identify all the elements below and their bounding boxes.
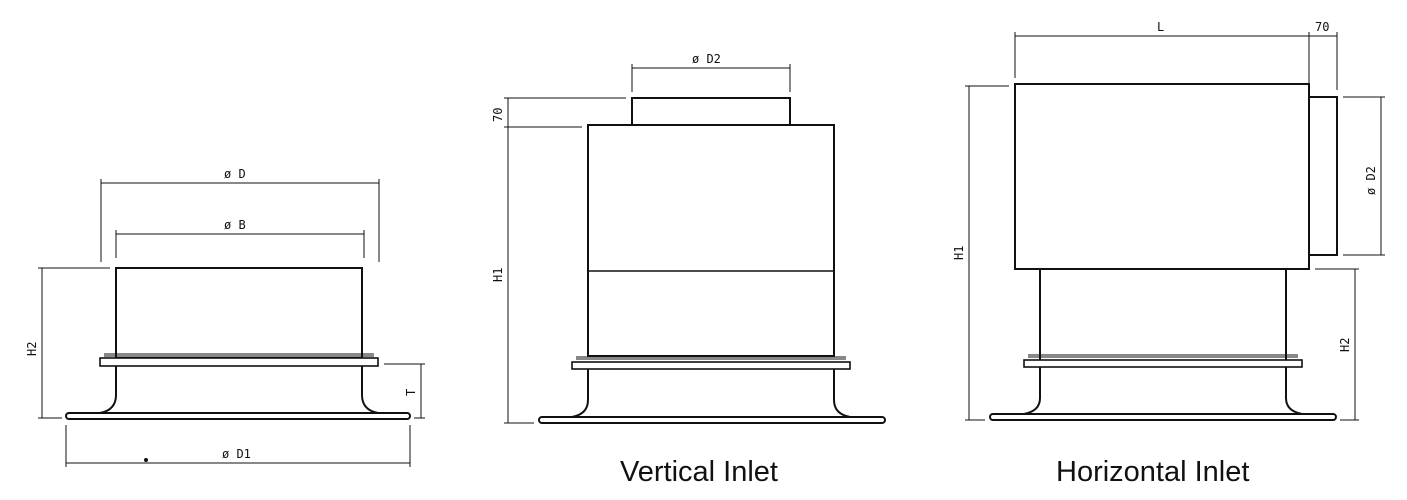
dim-label-d: ø D xyxy=(224,167,246,181)
dim-label-h2: H2 xyxy=(25,342,39,356)
dim-label-b: ø B xyxy=(224,218,246,232)
dim-label-h1: H1 xyxy=(491,268,505,282)
dim-label-h1-h: H1 xyxy=(952,246,966,260)
dim-label-h2-h: H2 xyxy=(1338,338,1352,352)
vertical-collar xyxy=(631,97,791,126)
vertical-plate xyxy=(538,416,886,424)
horizontal-neck xyxy=(1023,269,1303,415)
dim-label-d1: ø D1 xyxy=(222,447,251,461)
dim-label-70-h: 70 xyxy=(1315,20,1329,34)
horizontal-collar xyxy=(1308,96,1338,256)
dim-label-d2: ø D2 xyxy=(692,52,721,66)
base-unit-view: ø D ø B ø D1 H2 T xyxy=(25,167,425,467)
horizontal-inlet-view: L 70 ø D2 H1 H2 Horizontal Inlet xyxy=(952,20,1385,488)
drawing-speck xyxy=(144,458,148,462)
caption-vertical-inlet: Vertical Inlet xyxy=(620,456,778,488)
dim-label-d2-h: ø D2 xyxy=(1364,166,1378,195)
base-plate xyxy=(65,412,411,420)
horizontal-plate xyxy=(989,413,1337,421)
dim-label-70: 70 xyxy=(491,108,505,122)
caption-horizontal-inlet: Horizontal Inlet xyxy=(1056,456,1249,488)
vertical-inlet-view: ø D2 70 H1 Vertical Inlet xyxy=(491,52,886,488)
dim-label-t: T xyxy=(404,389,418,396)
vertical-neck xyxy=(571,368,851,418)
horizontal-body xyxy=(1014,83,1310,270)
base-flange-ring xyxy=(99,357,379,367)
dim-label-l: L xyxy=(1157,20,1164,34)
vertical-body xyxy=(587,124,835,357)
horizontal-flange-ring xyxy=(1023,359,1303,368)
vertical-flange-ring xyxy=(571,361,851,370)
base-body xyxy=(115,267,363,359)
